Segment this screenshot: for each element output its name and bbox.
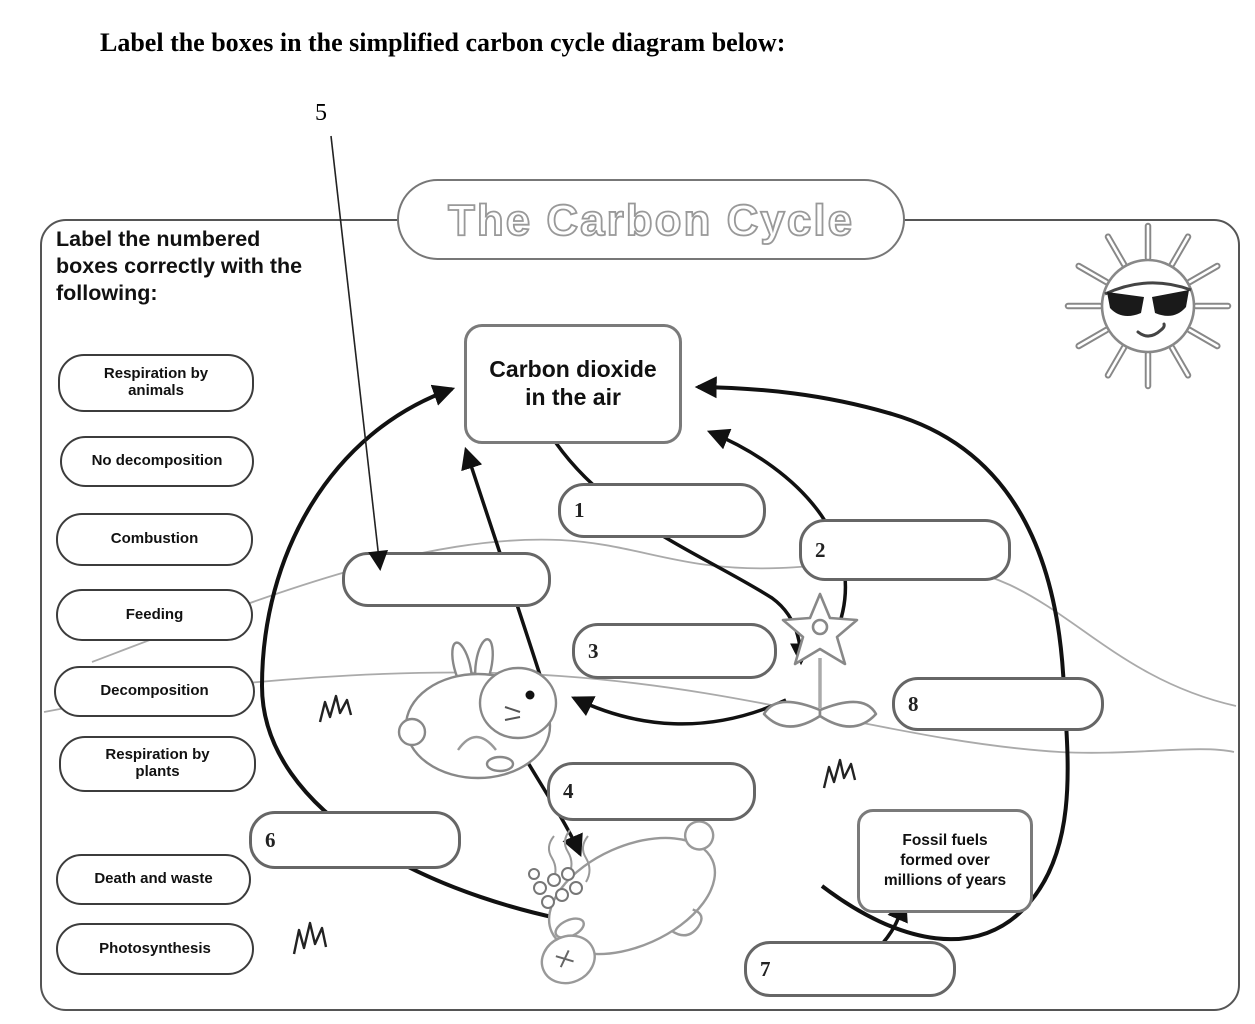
option-pill-feeding: Feeding: [56, 589, 253, 641]
page-title: Label the boxes in the simplified carbon…: [100, 28, 786, 57]
option-pill-decomposition: Decomposition: [54, 666, 255, 717]
option-pill-respiration-plants: Respiration by plants: [59, 736, 256, 792]
option-pill-death-waste: Death and waste: [56, 854, 251, 905]
svg-text:The Carbon Cycle: The Carbon Cycle: [448, 196, 854, 245]
answer-box-7[interactable]: 7: [744, 941, 956, 997]
dead-animal-drawing: [528, 820, 717, 985]
egg-cluster: [528, 867, 583, 909]
answer-box-5[interactable]: [342, 552, 551, 607]
answer-box-4[interactable]: 4: [547, 762, 756, 821]
diagram-title-banner: The Carbon Cycle: [397, 179, 905, 260]
answer-box-8[interactable]: 8: [892, 677, 1104, 731]
diagram-title-text: The Carbon Cycle: [447, 195, 854, 246]
option-pill-no-decomposition: No decomposition: [60, 436, 254, 487]
option-pill-respiration-animals: Respiration by animals: [58, 354, 254, 412]
fossil-fuels-box: Fossil fuels formed over millions of yea…: [857, 809, 1033, 913]
answer-box-3[interactable]: 3: [572, 623, 777, 679]
grass-tuft-bottom: [292, 921, 328, 955]
option-pill-combustion: Combustion: [56, 513, 253, 566]
instructions-text: Label the numbered boxes correctly with …: [56, 227, 303, 306]
co2-box: Carbon dioxide in the air: [464, 324, 682, 444]
answer-box-1[interactable]: 1: [558, 483, 766, 538]
plant-respiration-arrow: [706, 428, 848, 643]
sunglasses-right-lens: [1152, 290, 1189, 316]
rabbit-drawing: [397, 638, 558, 780]
grass-tuft-right: [822, 758, 857, 789]
feeding-arrow: [571, 696, 787, 726]
grass-tuft-left: [318, 694, 353, 723]
sunglasses-left-lens: [1107, 292, 1144, 317]
answer-box-6[interactable]: 6: [249, 811, 461, 869]
grass-tufts: [292, 694, 857, 955]
flower-drawing: [762, 592, 878, 728]
option-pill-photosynthesis: Photosynthesis: [56, 923, 254, 975]
answer-box-2[interactable]: 2: [799, 519, 1011, 581]
pointer-label-5: 5: [315, 100, 327, 126]
sun-icon: [1064, 222, 1232, 390]
